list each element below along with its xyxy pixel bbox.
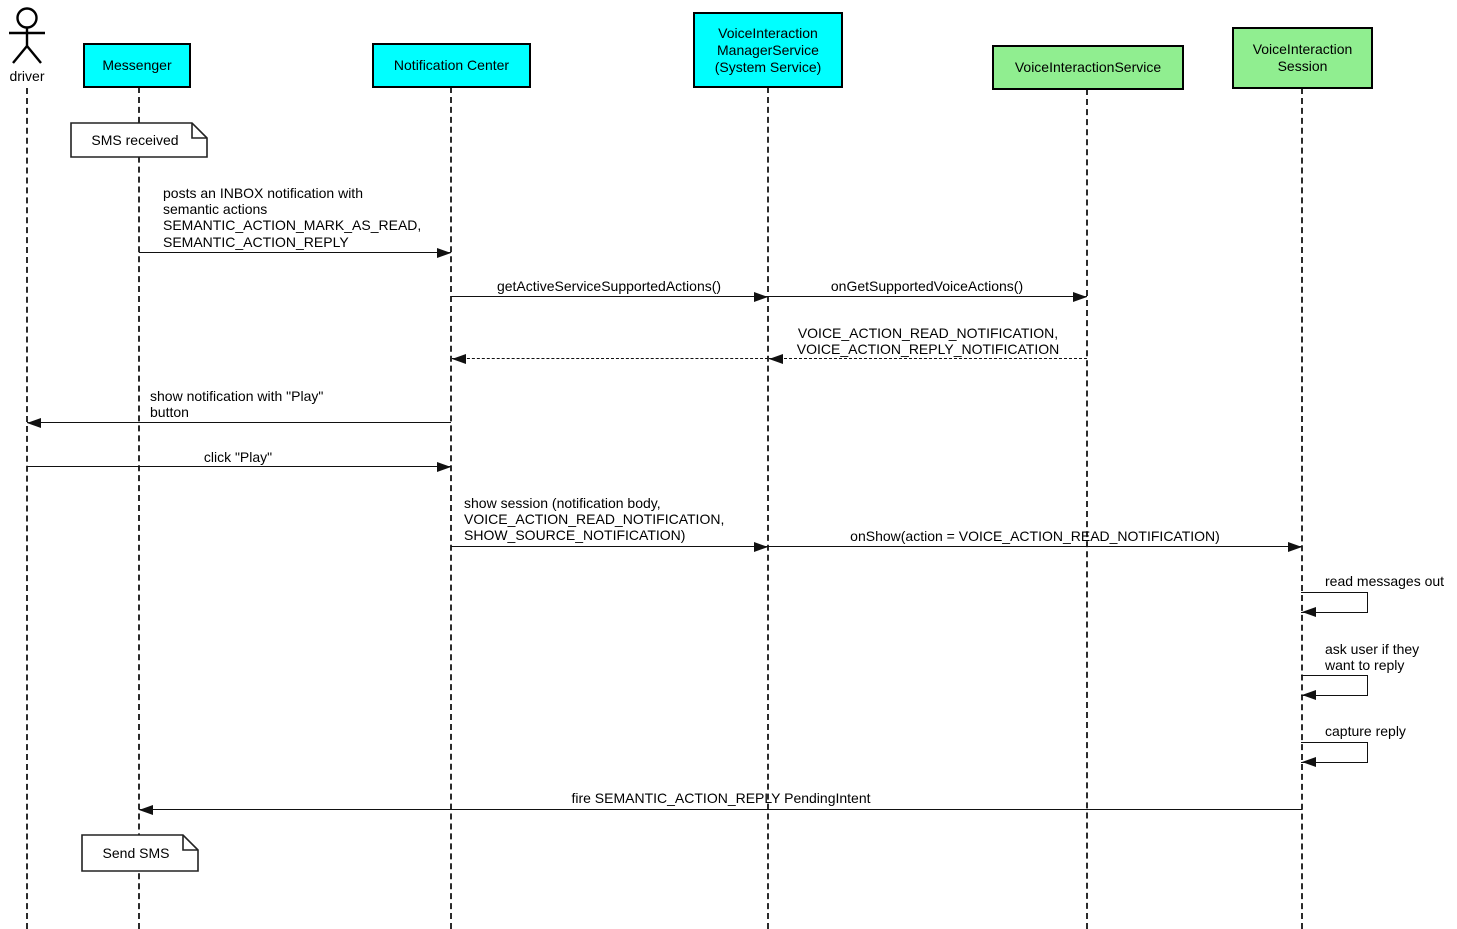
participant-voice-interaction-manager-service: VoiceInteraction ManagerService (System … <box>693 12 843 88</box>
message-label-capture-reply: capture reply <box>1325 723 1406 739</box>
message-label-get-active-service-supported-actions: getActiveServiceSupportedActions() <box>496 278 722 294</box>
message-line-voice-actions-return <box>769 358 1087 359</box>
lifeline-voice-interaction-service <box>1086 89 1088 929</box>
arrowhead-left-icon <box>769 354 783 364</box>
arrowhead-right-icon <box>1288 542 1302 552</box>
arrowhead-left-icon <box>1302 690 1316 700</box>
lifeline-notification-center <box>450 87 452 929</box>
participant-voice-interaction-service: VoiceInteractionService <box>992 45 1184 90</box>
arrowhead-left-icon <box>27 418 41 428</box>
note-shape <box>81 834 199 872</box>
message-label-on-show: onShow(action = VOICE_ACTION_READ_NOTIFI… <box>850 528 1220 544</box>
message-label-fire-semantic-action-reply: fire SEMANTIC_ACTION_REPLY PendingIntent <box>571 790 871 806</box>
message-line-on-get-supported-voice-actions <box>768 296 1087 297</box>
note-text: SMS received <box>91 132 179 148</box>
message-line-show-session <box>451 546 768 547</box>
lifeline-voice-interaction-manager-service <box>767 87 769 929</box>
message-label-read-messages-out: read messages out <box>1325 573 1445 589</box>
message-label-on-get-supported-voice-actions: onGetSupportedVoiceActions() <box>830 278 1024 294</box>
arrowhead-right-icon <box>437 462 451 472</box>
message-line-return-to-notification-center <box>452 358 768 359</box>
note-shape <box>70 122 208 158</box>
message-label-posts-inbox-notification: posts an INBOX notification with semanti… <box>163 185 422 250</box>
note-text: Send SMS <box>102 845 170 861</box>
message-label-click-play: click "Play" <box>203 449 273 465</box>
message-line-on-show <box>768 546 1302 547</box>
participant-notification-center: Notification Center <box>372 43 531 88</box>
message-line-show-notification-play <box>27 422 451 423</box>
arrowhead-right-icon <box>1073 292 1087 302</box>
arrowhead-right-icon <box>754 292 768 302</box>
participant-label: Notification Center <box>393 57 510 73</box>
participant-label: VoiceInteractionService <box>1014 59 1162 75</box>
actor-label: driver <box>9 68 45 84</box>
arrowhead-right-icon <box>437 248 451 258</box>
self-message-loop <box>1301 675 1368 696</box>
arrowhead-left-icon <box>452 354 466 364</box>
lifeline-driver <box>26 88 28 929</box>
message-label-ask-user-reply: ask user if they want to reply <box>1325 641 1420 674</box>
participant-label: Messenger <box>102 57 172 73</box>
arrowhead-right-icon <box>754 542 768 552</box>
note-send-sms: Send SMS <box>81 834 199 872</box>
message-label-voice-actions-return: VOICE_ACTION_READ_NOTIFICATION, VOICE_AC… <box>796 325 1060 358</box>
participant-label: VoiceInteraction Session <box>1252 41 1353 74</box>
participant-voice-interaction-session: VoiceInteraction Session <box>1232 27 1373 89</box>
lifeline-voice-interaction-session <box>1301 88 1303 929</box>
message-label-show-session: show session (notification body, VOICE_A… <box>464 495 725 544</box>
actor-stick-figure-icon <box>9 7 45 64</box>
self-message-loop <box>1301 742 1368 763</box>
message-line-click-play <box>27 466 451 467</box>
self-message-loop <box>1301 592 1368 613</box>
participant-messenger: Messenger <box>83 43 191 88</box>
message-label-show-notification-play: show notification with "Play" button <box>150 388 324 421</box>
lifeline-messenger <box>138 87 140 929</box>
message-line-posts-inbox-notification <box>139 252 451 253</box>
arrowhead-left-icon <box>1302 607 1316 617</box>
message-line-get-active-service-supported-actions <box>451 296 768 297</box>
message-line-fire-semantic-action-reply <box>139 809 1302 810</box>
participant-label: VoiceInteraction ManagerService (System … <box>714 24 822 75</box>
arrowhead-left-icon <box>139 805 153 815</box>
note-sms-received: SMS received <box>70 122 208 158</box>
arrowhead-left-icon <box>1302 757 1316 767</box>
